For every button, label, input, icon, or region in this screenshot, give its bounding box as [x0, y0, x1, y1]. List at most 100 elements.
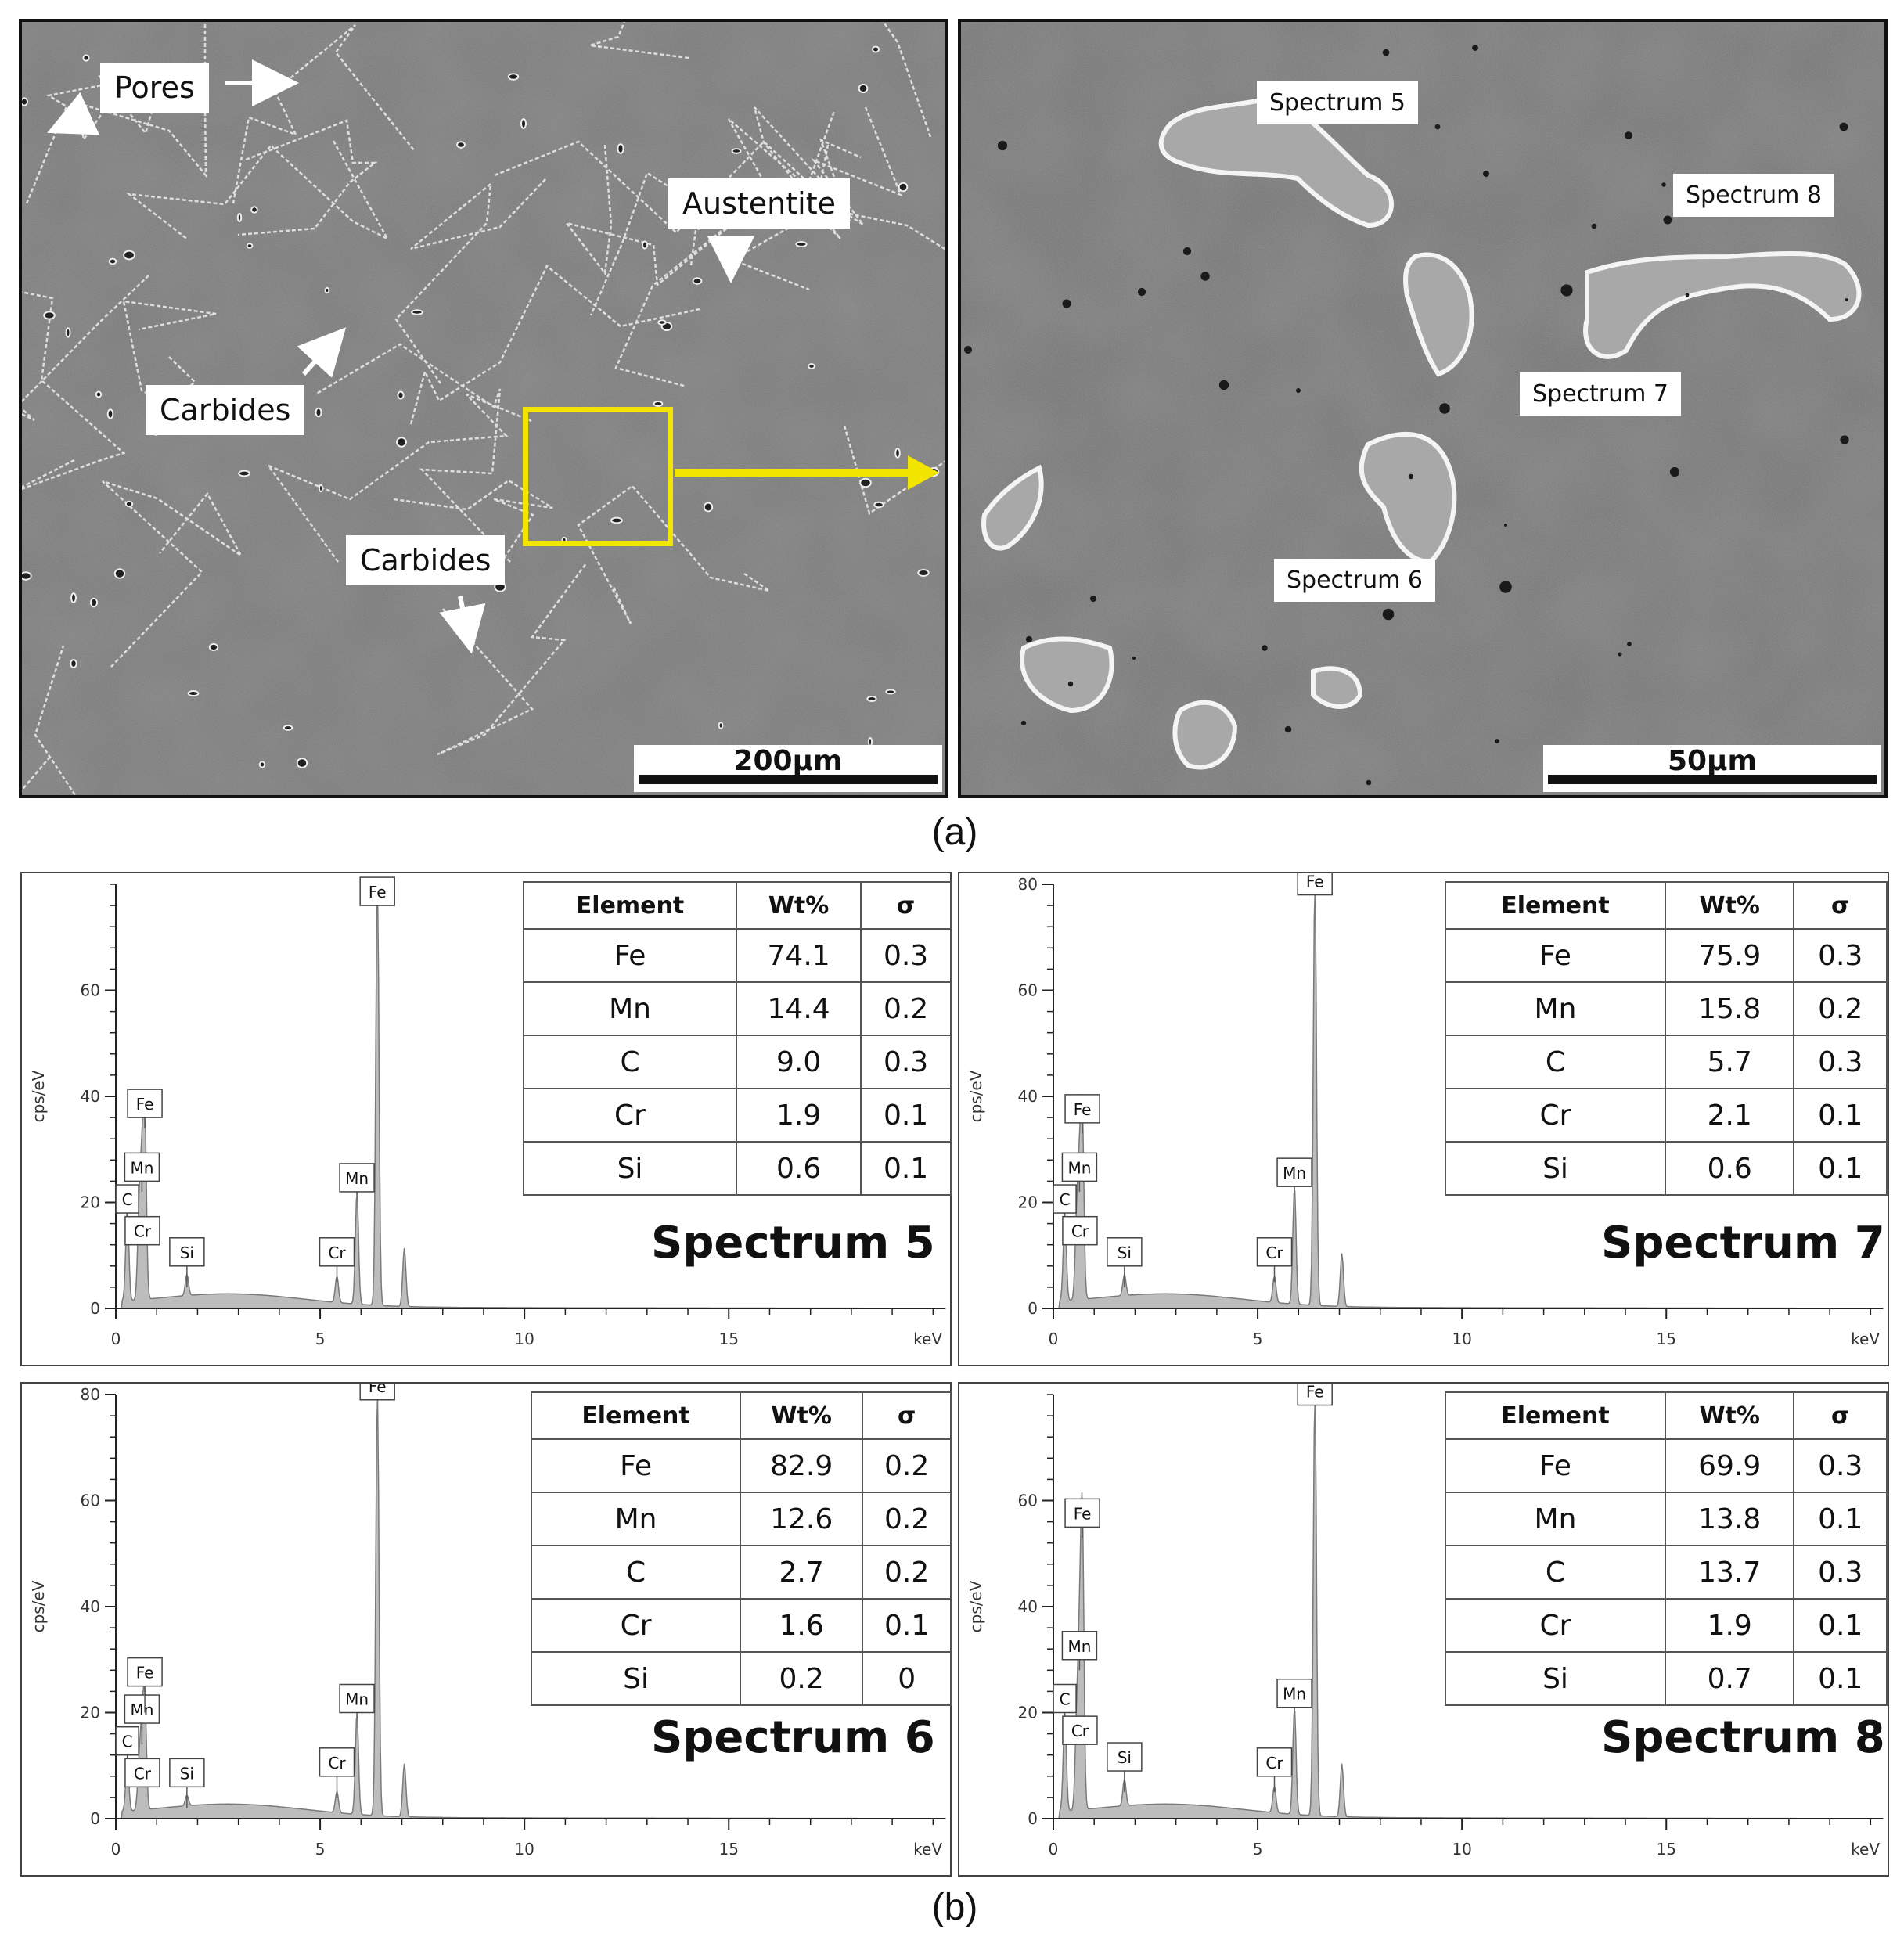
peak-label-box — [319, 1747, 355, 1777]
table-cell: 0.6 — [736, 1141, 862, 1196]
sem-micrograph-left: Pores Austentite Carbides Carbides 200µm — [19, 19, 948, 798]
pore — [917, 569, 930, 577]
pore — [108, 257, 117, 265]
pore — [1284, 725, 1292, 733]
table-cell: 0.3 — [1793, 928, 1888, 983]
pore — [1218, 380, 1229, 390]
table-header-cell: Wt% — [1664, 1391, 1795, 1440]
carbide-left — [981, 464, 1044, 551]
pore — [1625, 131, 1632, 139]
pore — [1382, 49, 1390, 56]
peak-label-box — [124, 1758, 160, 1788]
table-cell: 2.1 — [1664, 1088, 1795, 1143]
pore — [1200, 272, 1210, 281]
pore — [898, 182, 909, 193]
peak-label-c: C — [1060, 1190, 1071, 1209]
pore — [1669, 466, 1680, 477]
x-axis-label: keV — [913, 1330, 942, 1348]
table-cell: 1.9 — [736, 1088, 862, 1143]
peak-label-cr: Cr — [328, 1754, 346, 1772]
table-cell: Mn — [522, 981, 738, 1036]
pore — [795, 241, 808, 247]
pore — [692, 277, 703, 285]
pore — [106, 408, 114, 419]
peak-label-box — [169, 1237, 205, 1267]
pore — [657, 319, 667, 326]
pore — [95, 390, 103, 398]
y-tick-label: 60 — [1018, 981, 1038, 1000]
peak-label-box — [1061, 1631, 1098, 1661]
x-tick-label: 10 — [1452, 1840, 1471, 1859]
grain-boundary — [315, 343, 511, 563]
table-cell: 13.7 — [1664, 1545, 1795, 1600]
peak-label-si: Si — [180, 1764, 194, 1783]
pore — [315, 407, 322, 418]
label-spectrum-6: Spectrum 6 — [1274, 559, 1435, 602]
carbide-lower-left — [1020, 636, 1114, 714]
peak-label-box — [1053, 1184, 1077, 1214]
x-tick-label: 10 — [514, 1840, 534, 1859]
pore — [22, 571, 32, 581]
grain-boundary — [811, 106, 945, 250]
pore — [1472, 45, 1478, 51]
peak-label-cr: Cr — [1071, 1222, 1089, 1241]
y-tick-label: 0 — [1028, 1299, 1038, 1318]
pore — [703, 502, 714, 513]
x-tick-label: 15 — [719, 1330, 739, 1348]
carbide-center — [1403, 252, 1474, 377]
arrow-carbides-lower — [439, 596, 486, 654]
pore — [1591, 223, 1597, 229]
pore — [397, 390, 405, 400]
table-header-cell: σ — [1793, 1391, 1888, 1440]
carbide-spectrum-8 — [1583, 250, 1862, 359]
pore — [507, 73, 520, 81]
grain-boundary — [265, 393, 532, 563]
y-tick-label: 60 — [1018, 1492, 1038, 1510]
table-cell: 12.6 — [740, 1492, 864, 1546]
peak-label-c: C — [122, 1733, 133, 1751]
pore — [1845, 298, 1848, 301]
pore — [1840, 435, 1849, 444]
table-cell: 0.3 — [1793, 1545, 1888, 1600]
table-cell: Mn — [530, 1492, 742, 1546]
table-cell: 5.7 — [1664, 1035, 1795, 1089]
y-tick-label: 20 — [81, 1193, 100, 1212]
pore — [246, 243, 254, 249]
table-cell: Fe — [1445, 1438, 1666, 1493]
peak-label-box — [1256, 1237, 1293, 1267]
pore — [1618, 652, 1622, 657]
pore — [283, 725, 293, 731]
pore — [65, 327, 71, 338]
table-cell: Mn — [1445, 1492, 1666, 1546]
pore — [324, 286, 330, 294]
x-tick-label: 15 — [719, 1840, 739, 1859]
peak-label-mn: Mn — [1283, 1685, 1306, 1704]
label-pores: Pores — [100, 63, 209, 113]
grain-boundary — [753, 106, 841, 239]
peak-label-fe: Fe — [369, 883, 387, 902]
pore — [1483, 171, 1489, 177]
pore — [1382, 608, 1395, 621]
spectrum-5-title: Spectrum 5 — [651, 1218, 935, 1269]
table-cell: 0.3 — [1793, 1035, 1888, 1089]
y-tick-label: 20 — [1018, 1193, 1038, 1212]
y-tick-label: 0 — [1028, 1809, 1038, 1828]
grain-boundary — [577, 484, 770, 624]
pore — [296, 758, 308, 768]
label-carbides-upper: Carbides — [146, 385, 305, 435]
table-cell: C — [530, 1545, 742, 1600]
grain-boundary — [494, 138, 862, 234]
table-cell: Fe — [522, 928, 738, 983]
